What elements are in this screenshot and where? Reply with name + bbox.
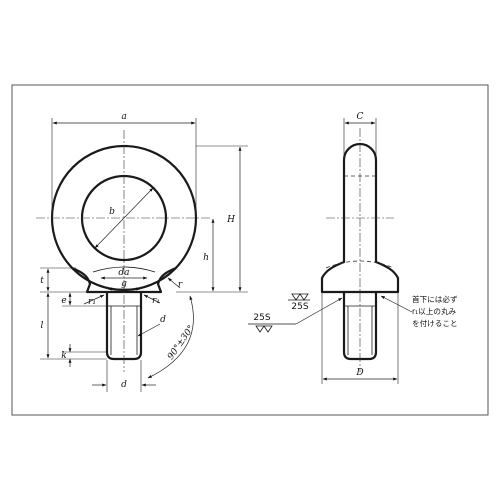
surface-finish-symbol-left: 25S xyxy=(248,297,343,333)
r1-left-leader xyxy=(83,294,105,305)
H-label: H xyxy=(226,215,235,225)
C-label: C xyxy=(357,112,364,122)
D-label: D xyxy=(355,368,363,378)
k-label: k xyxy=(61,351,66,361)
b-label: b xyxy=(109,207,115,217)
note-leader xyxy=(380,295,413,313)
r-label: r xyxy=(178,280,183,290)
finish-triangle-2 xyxy=(299,293,309,301)
finish-triangle-1 xyxy=(291,293,301,301)
d-bottom-label: d xyxy=(121,380,127,390)
side-collar-hidden xyxy=(325,260,395,269)
g-label: g xyxy=(121,279,127,289)
t-label: t xyxy=(40,276,44,286)
note-line-3: を付けること xyxy=(412,318,458,328)
b-dimension-line xyxy=(94,187,154,249)
r1-right-label: r₁ xyxy=(152,296,160,306)
da-label: da xyxy=(118,268,129,278)
fillet-note: 首下には必ず r₁以上の丸み を付けること xyxy=(412,294,458,328)
drawing-frame xyxy=(11,84,489,416)
note-line-2: r₁以上の丸み xyxy=(412,306,457,316)
note-line-1: 首下には必ず xyxy=(412,294,458,304)
finish-left-triangle-2 xyxy=(263,325,273,333)
finish-left-triangle-1 xyxy=(255,325,265,333)
surface-finish-right-label: 25S xyxy=(291,302,308,312)
l-label: l xyxy=(41,321,44,331)
surface-finish-left-label: 25S xyxy=(253,313,270,323)
r-leader xyxy=(167,277,181,289)
side-view: C D 25S 25S xyxy=(248,112,413,384)
angle-arc xyxy=(147,295,194,379)
a-label: a xyxy=(121,112,126,122)
e-label: e xyxy=(61,296,66,306)
side-collar-outline xyxy=(320,260,400,294)
finish-left-leader xyxy=(295,297,343,325)
surface-finish-symbol-right: 25S xyxy=(288,293,310,312)
r1-left-label: r₁ xyxy=(88,297,96,307)
h-label: h xyxy=(203,253,209,263)
d-thread-label: d xyxy=(160,315,166,325)
